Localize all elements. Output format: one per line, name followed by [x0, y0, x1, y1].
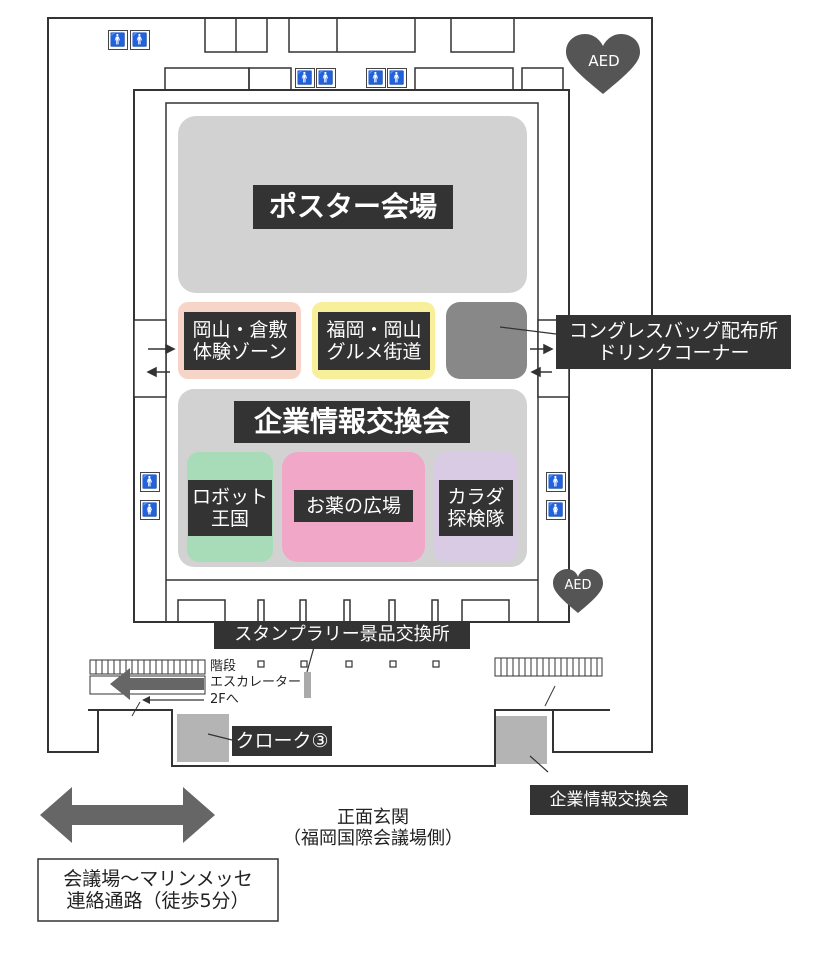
aed-label-right: AED [564, 578, 592, 594]
restroom-female-icon: 🚺 [140, 500, 160, 520]
restroom-male-icon: 🚹 [316, 68, 336, 88]
aed-heart-top [566, 34, 640, 94]
restroom-female-icon: 🚺 [546, 500, 566, 520]
restroom-male-icon: 🚹 [108, 30, 128, 50]
right-escalator [494, 657, 603, 707]
escalator-label: エスカレーター [210, 675, 302, 690]
stamp-rally-label: スタンプラリー景品交換所 [214, 621, 470, 649]
robot-zone-label: ロボット 王国 [188, 480, 272, 536]
restroom-male-icon: 🚹 [387, 68, 407, 88]
outer-wall [47, 17, 653, 767]
bottom-booths [177, 599, 510, 623]
aed-label-top: AED [588, 52, 620, 71]
okayama-zone-label: 岡山・倉敷 体験ゾーン [184, 312, 296, 370]
medicine-zone-label: お薬の広場 [294, 490, 413, 522]
pillars [257, 660, 440, 668]
stairs-label: 階段 [210, 659, 237, 674]
to-2f-label: 2Fへ [210, 692, 239, 707]
restroom-male-icon: 🚹 [295, 68, 315, 88]
restroom-male-icon: 🚹 [140, 472, 160, 492]
top-rooms [164, 17, 564, 91]
cloak-label: クローク③ [232, 726, 332, 756]
restroom-male-icon: 🚹 [130, 30, 150, 50]
restroom-male-icon: 🚹 [546, 472, 566, 492]
cloak-area [177, 714, 229, 762]
corporate-exchange-entrance-label: 企業情報交換会 [530, 785, 688, 815]
fukuoka-zone-label: 福岡・岡山 グルメ街道 [318, 312, 430, 370]
aed-heart-right [553, 569, 603, 613]
escalator-arrow [110, 668, 204, 700]
restroom-male-icon: 🚹 [366, 68, 386, 88]
stamp-rally-post [304, 672, 311, 698]
door-arrows [146, 343, 554, 378]
escalator [89, 675, 206, 695]
congress-bag-label: コングレスバッグ配布所 ドリンクコーナー [556, 315, 791, 369]
poster-hall-label: ポスター会場 [253, 185, 453, 229]
main-entrance-label: 正面玄関 （福岡国際会議場側） [283, 806, 463, 849]
corporate-exchange-label: 企業情報交換会 [234, 401, 470, 443]
walkway-label: 会議場～マリンメッセ 連絡通路（徒歩5分） [63, 867, 253, 912]
stairs [89, 659, 206, 675]
walkway-box [37, 858, 279, 922]
walkway-double-arrow [40, 787, 215, 843]
entrance-booth [496, 716, 547, 764]
congress-bag-area [446, 302, 527, 379]
karada-zone-label: カラダ 探検隊 [439, 480, 513, 536]
